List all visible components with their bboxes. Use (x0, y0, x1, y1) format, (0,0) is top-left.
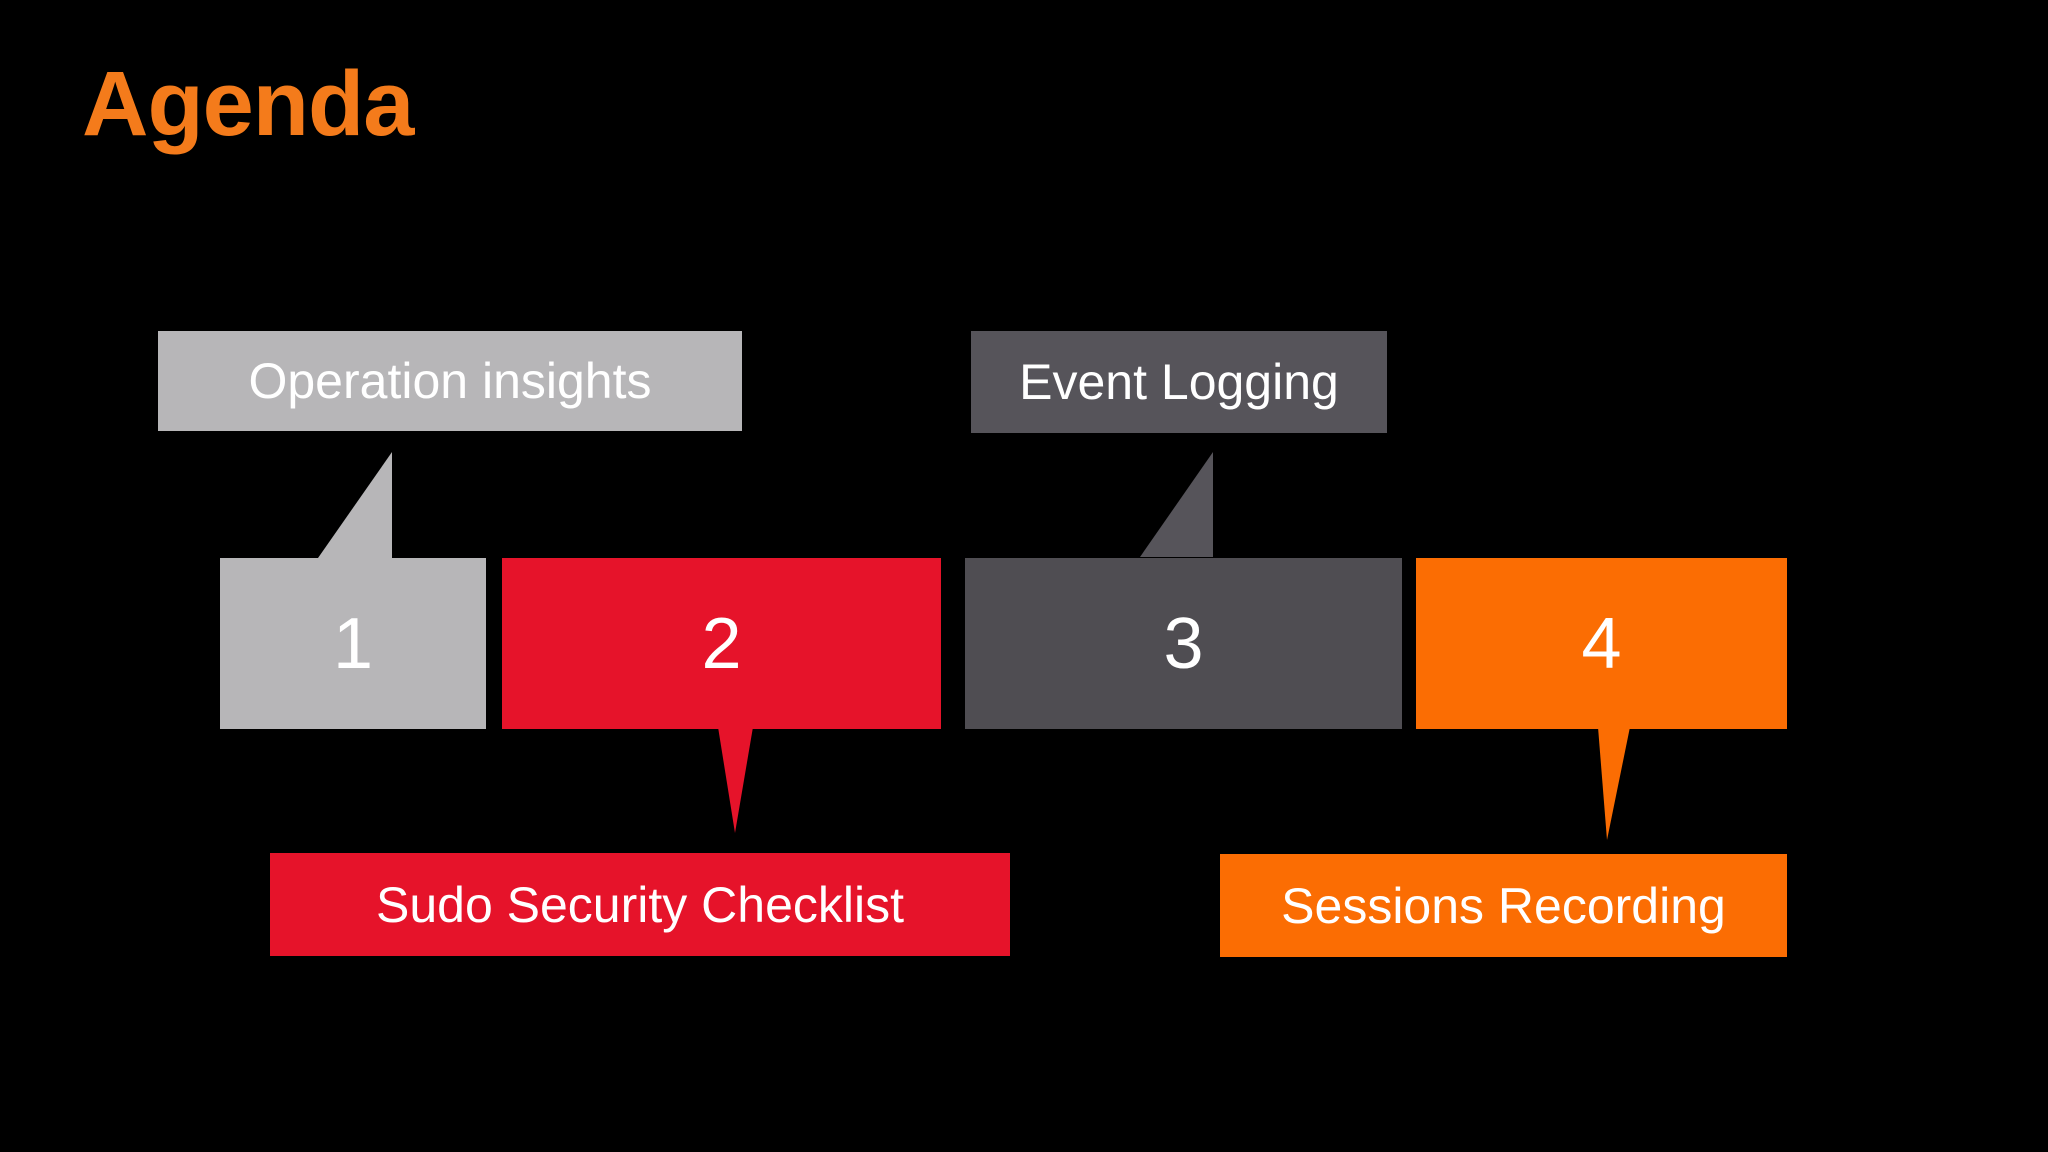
callout-sessions-recording-label: Sessions Recording (1281, 877, 1726, 934)
callout-tail-sessions-recording (1598, 727, 1630, 840)
agenda-step-4-number: 4 (1581, 603, 1622, 684)
callout-operation-insights: Operation insights (158, 331, 742, 431)
agenda-step-1-number: 1 (332, 603, 374, 684)
agenda-step-3-box: 3 (965, 558, 1402, 729)
callout-operation-insights-label: Operation insights (248, 353, 652, 409)
agenda-step-3-number: 3 (1163, 603, 1204, 684)
callout-tail-sudo-security-checklist (718, 727, 753, 833)
agenda-step-2-number: 2 (701, 603, 742, 684)
agenda-step-1-box: 1 (220, 558, 486, 729)
callout-tail-event-logging (1140, 452, 1213, 557)
callout-event-logging: Event Logging (971, 331, 1387, 433)
slide-title: Agenda (82, 53, 414, 155)
callout-event-logging-label: Event Logging (1019, 354, 1339, 410)
callout-tail-operation-insights (318, 452, 392, 558)
agenda-step-2-box: 2 (502, 558, 941, 729)
agenda-step-4-box: 4 (1416, 558, 1787, 729)
callout-sudo-security-checklist-label: Sudo Security Checklist (375, 876, 904, 933)
callout-sessions-recording: Sessions Recording (1220, 854, 1787, 957)
callout-sudo-security-checklist: Sudo Security Checklist (270, 853, 1010, 956)
